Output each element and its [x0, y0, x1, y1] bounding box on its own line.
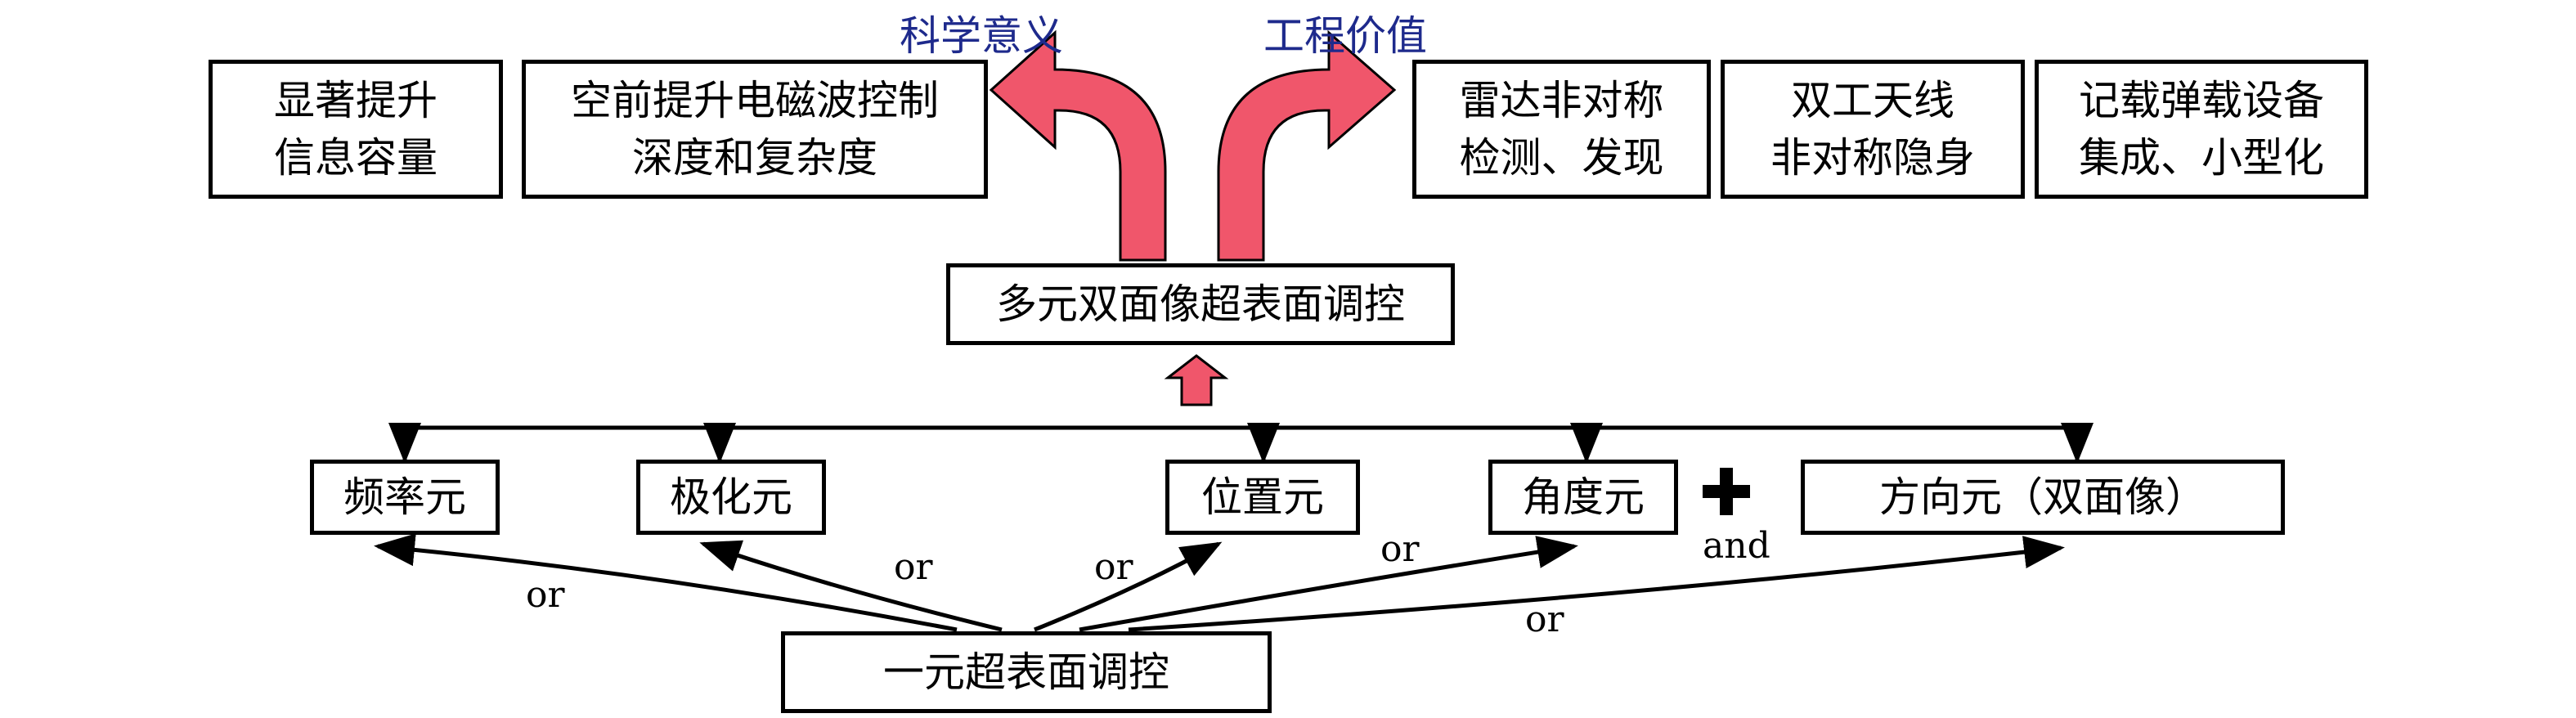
science-title: 科学意义: [900, 12, 1063, 60]
right-curved-arrow: [1217, 29, 1397, 262]
capacity-box: 显著提升信息容量: [209, 60, 503, 199]
edge-label-angle: or: [1380, 528, 1420, 570]
polarization-box: 极化元: [636, 460, 826, 535]
antenna-box: 双工天线非对称隐身: [1721, 60, 2025, 199]
plus-icon: [1703, 468, 1750, 515]
control-depth-box: 空前提升电磁波控制深度和复杂度: [522, 60, 988, 199]
edge-to-pos: [1034, 541, 1223, 632]
edge-label-pos: or: [1094, 546, 1133, 588]
engineering-title: 工程价值: [1263, 12, 1427, 60]
edge-to-angle: [1079, 536, 1578, 632]
edge-to-dir: [1128, 536, 2065, 632]
up-arrow: [1164, 354, 1229, 406]
center-box: 多元双面像超表面调控: [946, 263, 1455, 345]
frequency-box: 频率元: [310, 460, 500, 535]
edge-label-and: and: [1703, 525, 1770, 567]
source-box: 一元超表面调控: [781, 631, 1272, 713]
radar-box: 雷达非对称检测、发现: [1412, 60, 1711, 199]
edge-label-pol: or: [894, 546, 933, 588]
edge-to-pol: [699, 540, 1003, 632]
edge-label-dir: or: [1525, 599, 1564, 640]
edge-to-freq: [374, 533, 958, 632]
direction-box: 方向元（双面像）: [1801, 460, 2285, 535]
edge-label-freq: or: [526, 574, 565, 616]
position-box: 位置元: [1165, 460, 1360, 535]
angle-box: 角度元: [1488, 460, 1678, 535]
left-curved-arrow: [989, 29, 1167, 262]
equipment-box: 记载弹载设备集成、小型化: [2035, 60, 2368, 199]
